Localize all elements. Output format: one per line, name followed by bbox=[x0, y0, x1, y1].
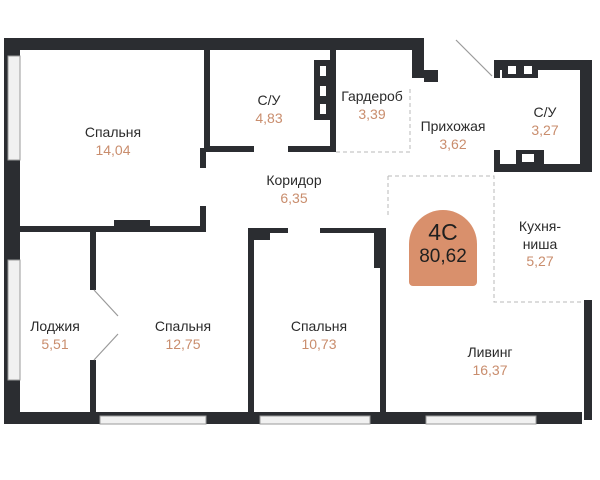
wall-bedroom1-bottom bbox=[18, 226, 206, 232]
room-hallway: Прихожая 3,62 bbox=[416, 118, 490, 153]
wall-bath2-stub bbox=[494, 150, 500, 170]
room-area: 3,27 bbox=[531, 121, 559, 138]
room-area: 4,83 bbox=[255, 109, 283, 126]
room-name: Спальня bbox=[84, 124, 142, 140]
wall-top-right bbox=[494, 60, 592, 70]
wall-top bbox=[8, 38, 424, 50]
room-name: Спальня bbox=[290, 318, 348, 334]
window-left-bottom bbox=[7, 259, 21, 381]
room-bathroom-1: С/У 4,83 bbox=[244, 92, 294, 127]
duct-hole-2 bbox=[320, 86, 326, 96]
room-name: Спальня bbox=[154, 318, 212, 334]
room-bathroom-2: С/У 3,27 bbox=[520, 104, 570, 139]
apartment-total-area: 80,62 bbox=[419, 246, 467, 268]
hall-border bbox=[388, 175, 584, 303]
duct-hole-1 bbox=[320, 66, 326, 76]
room-living: Ливинг 16,37 bbox=[452, 344, 528, 379]
wall-bed3-right bbox=[380, 228, 386, 414]
room-name: Прихожая bbox=[420, 118, 486, 134]
wall-bath1-left bbox=[204, 48, 210, 150]
window-bottom-1 bbox=[99, 415, 207, 425]
room-area: 5,51 bbox=[41, 335, 69, 352]
room-name: Кухня-ниша bbox=[518, 218, 562, 252]
wall-bedroom1-right bbox=[200, 206, 206, 230]
wall-bath1-right bbox=[330, 48, 336, 152]
room-name: С/У bbox=[257, 92, 281, 108]
wall-top-step bbox=[412, 38, 424, 78]
entry-door bbox=[455, 39, 493, 77]
wall-door-block bbox=[114, 220, 150, 232]
wall-bed3-top2 bbox=[320, 228, 386, 233]
room-area: 14,04 bbox=[95, 141, 131, 158]
wall-bath1-bottom-b bbox=[288, 146, 334, 152]
room-wardrobe: Гардероб 3,39 bbox=[336, 88, 408, 123]
bath2-hole-1 bbox=[508, 66, 516, 74]
room-area: 3,62 bbox=[439, 135, 467, 152]
doors bbox=[93, 39, 493, 361]
room-loggia: Лоджия 5,51 bbox=[22, 318, 88, 353]
loggia-door-a bbox=[93, 289, 119, 317]
windows bbox=[7, 55, 537, 425]
room-corridor: Коридор 6,35 bbox=[256, 172, 332, 207]
room-area: 10,73 bbox=[301, 335, 337, 352]
room-bedroom-3: Спальня 10,73 bbox=[282, 318, 356, 353]
duct-hole-3 bbox=[320, 104, 326, 114]
room-bedroom-2: Спальня 12,75 bbox=[146, 318, 220, 353]
bath2-hole-2 bbox=[524, 66, 532, 74]
zone-borders bbox=[336, 88, 584, 303]
wall-entry-post bbox=[424, 70, 438, 82]
wall-bath2-bottom bbox=[494, 164, 592, 172]
room-area: 5,27 bbox=[526, 253, 554, 269]
wall-loggia-right-top bbox=[90, 230, 96, 290]
room-kitchen-niche: Кухня-ниша 5,27 bbox=[498, 218, 582, 271]
room-name: Лоджия bbox=[30, 318, 80, 334]
window-left-top bbox=[7, 55, 21, 161]
wall-right-lower bbox=[584, 300, 592, 420]
room-bedroom-1: Спальня 14,04 bbox=[78, 124, 148, 159]
bath2-hole-3 bbox=[522, 154, 534, 162]
room-name: Коридор bbox=[266, 172, 322, 188]
wall-right bbox=[580, 60, 592, 172]
room-area: 3,39 bbox=[358, 105, 386, 122]
window-bottom-2 bbox=[259, 415, 371, 425]
room-area: 12,75 bbox=[165, 335, 201, 352]
room-name: Ливинг bbox=[467, 344, 513, 360]
apartment-badge: 4С 80,62 bbox=[409, 210, 477, 286]
wall-bedroom1-right-top bbox=[200, 148, 206, 168]
room-area: 16,37 bbox=[472, 361, 508, 378]
room-area: 6,35 bbox=[280, 189, 308, 206]
fixture-details bbox=[320, 66, 534, 162]
wall-bath2-left bbox=[494, 60, 500, 78]
bath2-duct bbox=[502, 62, 538, 78]
loggia-door-b bbox=[93, 333, 119, 361]
wall-bed3-top bbox=[248, 228, 288, 233]
wall-bed3-right-cap bbox=[374, 228, 386, 268]
wardrobe-border bbox=[336, 88, 411, 153]
wall-bed3-left bbox=[248, 228, 254, 414]
apartment-code: 4С bbox=[428, 219, 458, 245]
room-name: С/У bbox=[533, 104, 557, 120]
wall-loggia-right-bottom bbox=[90, 360, 96, 414]
wall-bath1-bottom-a bbox=[204, 146, 254, 152]
room-name: Гардероб bbox=[341, 88, 403, 104]
window-bottom-3 bbox=[425, 415, 537, 425]
